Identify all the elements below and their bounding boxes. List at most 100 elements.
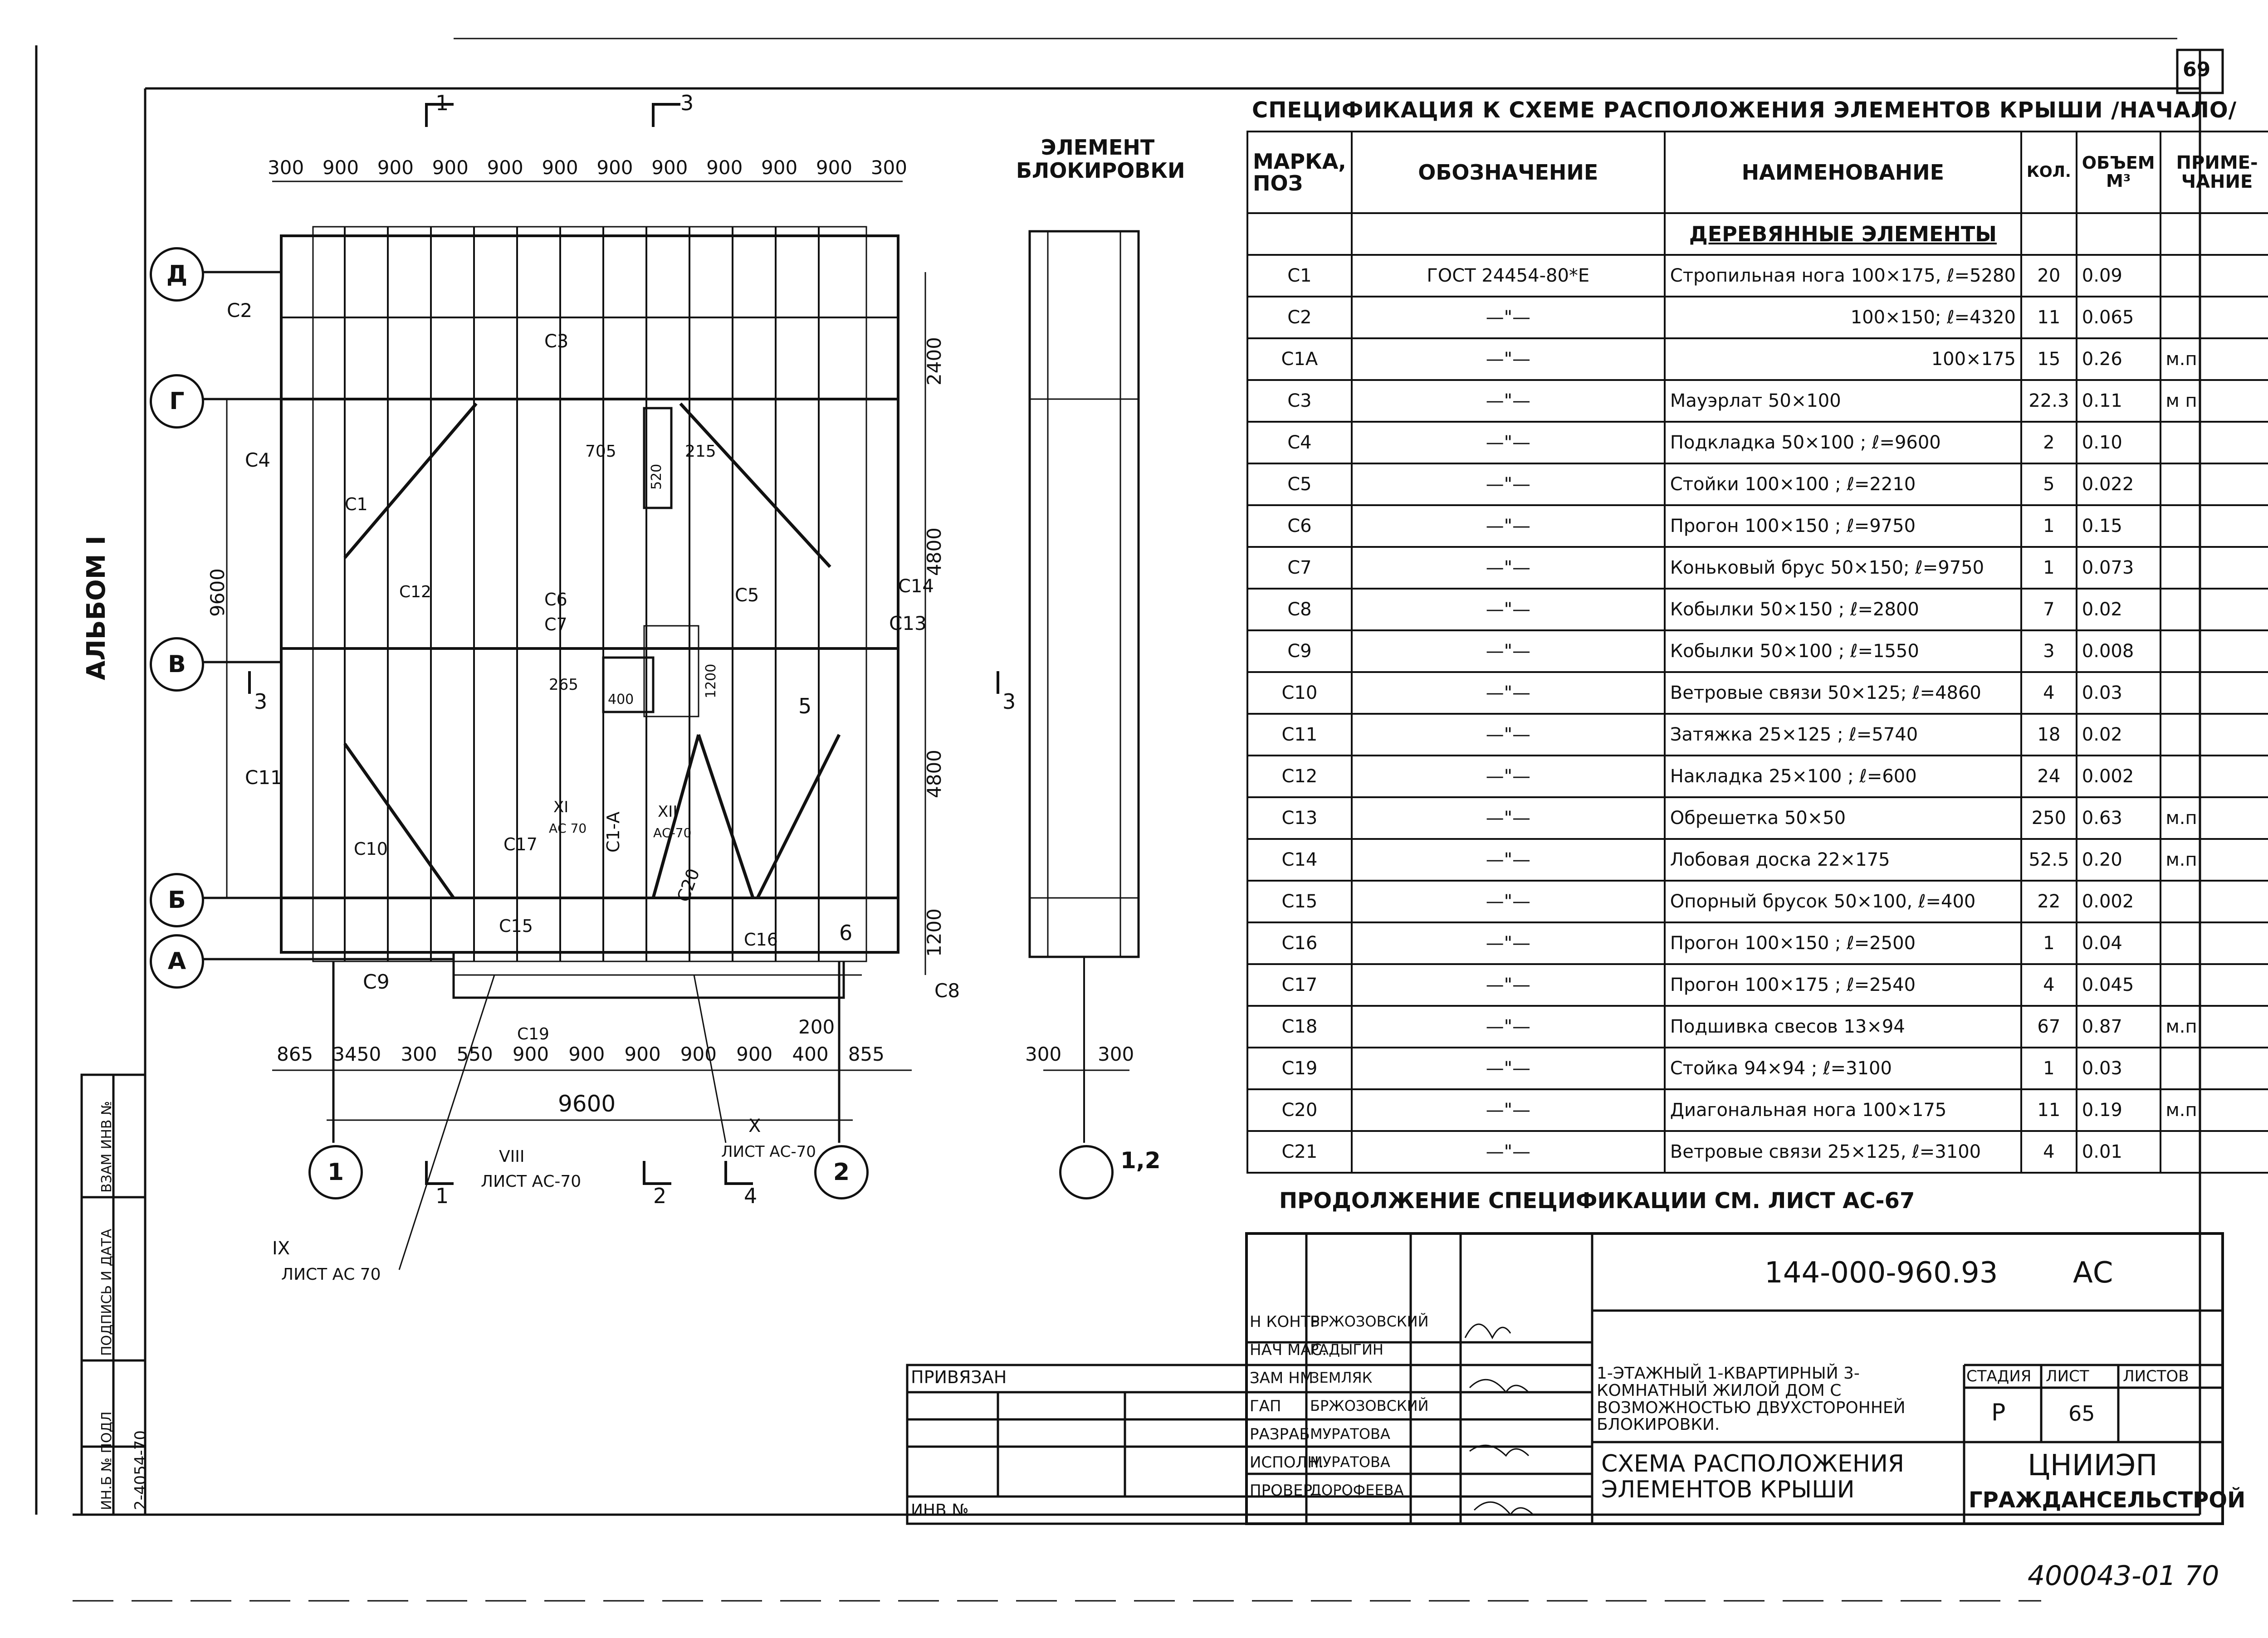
col-header-note: ПРИМЕ- ЧАНИЕ (2159, 131, 2268, 214)
spec-mark: С5 (1246, 463, 1353, 506)
spec-section-row: ДЕРЕВЯННЫЕ ЭЛЕМЕНТЫ (1246, 212, 2268, 256)
spec-qty: 4 (2020, 671, 2077, 715)
spec-designation: —"— (1350, 963, 1666, 1007)
section-cell-empty (1246, 212, 1353, 256)
top-dim: 300 (268, 156, 304, 179)
section-cell-empty (2159, 212, 2268, 256)
spec-note: м.п. (2159, 838, 2268, 882)
spec-name: Подкладка 50×100 ; ℓ=9600 (1663, 421, 2022, 464)
spec-volume: 0.20 (2075, 838, 2161, 882)
privyazan-label: ПРИВЯЗАН (911, 1367, 1007, 1387)
spec-qty: 4 (2020, 1130, 2077, 1174)
right-dim-4: 1200 (923, 908, 945, 957)
spec-mark: С14 (1246, 838, 1353, 882)
spec-mark: С17 (1246, 963, 1353, 1007)
spec-volume: 0.11 (2075, 379, 2161, 423)
axis-block-label: 1,2 (1120, 1147, 1161, 1174)
plan-label: С5 (735, 585, 759, 606)
block-dim-1: 300 (1025, 1043, 1062, 1065)
col-header-qty: КОЛ. (2020, 131, 2077, 214)
spec-qty: 24 (2020, 755, 2077, 798)
spec-designation: —"— (1350, 463, 1666, 506)
spec-note (2159, 296, 2268, 339)
callout-ref: АС 70 (549, 821, 587, 836)
bottom-dim: 900 (680, 1043, 717, 1065)
spec-mark: С3 (1246, 379, 1353, 423)
spec-designation: —"— (1350, 296, 1666, 339)
spec-designation: —"— (1350, 546, 1666, 590)
section-mark: 1 (435, 91, 449, 115)
spec-name: Ветровые связи 25×125, ℓ=3100 (1663, 1130, 2022, 1174)
spec-qty: 1 (2020, 1047, 2077, 1090)
role-person: БРЖОЗОВСКИЙ (1310, 1313, 1429, 1330)
spec-name: Прогон 100×150 ; ℓ=2500 (1663, 921, 2022, 965)
spec-volume: 0.09 (2075, 254, 2161, 297)
side-stamp-value: 2-4054-70 (132, 1430, 150, 1510)
sheet-number: 69 (2183, 58, 2211, 81)
spec-designation: —"— (1350, 1130, 1666, 1174)
left-dim: 9600 (206, 568, 229, 617)
spec-mark: С15 (1246, 880, 1353, 923)
spec-designation: —"— (1350, 1088, 1666, 1132)
spec-name: Стойки 100×100 ; ℓ=2210 (1663, 463, 2022, 506)
spec-note: м п (2159, 379, 2268, 423)
role-person: МУРАТОВА (1310, 1453, 1390, 1471)
spec-note (2159, 546, 2268, 590)
spec-name: Коньковый брус 50×150; ℓ=9750 (1663, 546, 2022, 590)
callout-number: XI (553, 798, 569, 816)
spec-mark: С13 (1246, 796, 1353, 840)
spec-name: Диагональная нога 100×175 (1663, 1088, 2022, 1132)
spec-note (2159, 713, 2268, 756)
plan-label: С19 (517, 1025, 549, 1043)
sheet-value: 65 (2068, 1401, 2095, 1426)
top-dim: 900 (322, 156, 359, 179)
top-dim: 900 (706, 156, 743, 179)
spec-designation: —"— (1350, 921, 1666, 965)
bottom-dim: 865 (277, 1043, 313, 1065)
axis-bubble-1: 1 (308, 1145, 363, 1199)
spec-volume: 0.10 (2075, 421, 2161, 464)
col-header-designation: ОБОЗНАЧЕНИЕ (1350, 131, 1666, 214)
spec-note: м.п. (2159, 796, 2268, 840)
spec-name: Стропильная нога 100×175, ℓ=5280 (1663, 254, 2022, 297)
block-dim-2: 300 (1098, 1043, 1134, 1065)
bottom-dim: 855 (848, 1043, 885, 1065)
spec-designation: —"— (1350, 588, 1666, 631)
spec-note (2159, 671, 2268, 715)
role-person: ДОРОФЕЕВА (1310, 1482, 1404, 1499)
spec-volume: 0.002 (2075, 755, 2161, 798)
spec-qty: 250 (2020, 796, 2077, 840)
bottom-dim: 900 (568, 1043, 605, 1065)
spec-note (2159, 963, 2268, 1007)
callout-number: XII (658, 803, 678, 821)
spec-volume: 0.03 (2075, 1047, 2161, 1090)
spec-mark: С16 (1246, 921, 1353, 965)
col-header-mark: МАРКА, ПОЗ (1246, 131, 1353, 214)
spec-qty: 1 (2020, 504, 2077, 548)
spec-designation: —"— (1350, 755, 1666, 798)
role-person: РАДЫГИН (1310, 1341, 1383, 1358)
spec-mark: С21 (1246, 1130, 1353, 1174)
axis-bubble-b: Б (150, 873, 204, 927)
album-label: АЛЬБОМ I (82, 536, 111, 680)
spec-name: Прогон 100×175 ; ℓ=2540 (1663, 963, 2022, 1007)
spec-note: м.п. (2159, 1088, 2268, 1132)
spec-volume: 0.008 (2075, 629, 2161, 673)
col-header-name: НАИМЕНОВАНИЕ (1663, 131, 2022, 214)
spec-volume: 0.03 (2075, 671, 2161, 715)
spec-note: м.п. (2159, 1005, 2268, 1048)
top-dim: 900 (377, 156, 414, 179)
spec-qty: 22.3 (2020, 379, 2077, 423)
spec-volume: 0.073 (2075, 546, 2161, 590)
spec-name: 100×150; ℓ=4320 (1663, 296, 2022, 339)
section-mark: 3 (254, 689, 268, 714)
top-dim: 900 (432, 156, 469, 179)
